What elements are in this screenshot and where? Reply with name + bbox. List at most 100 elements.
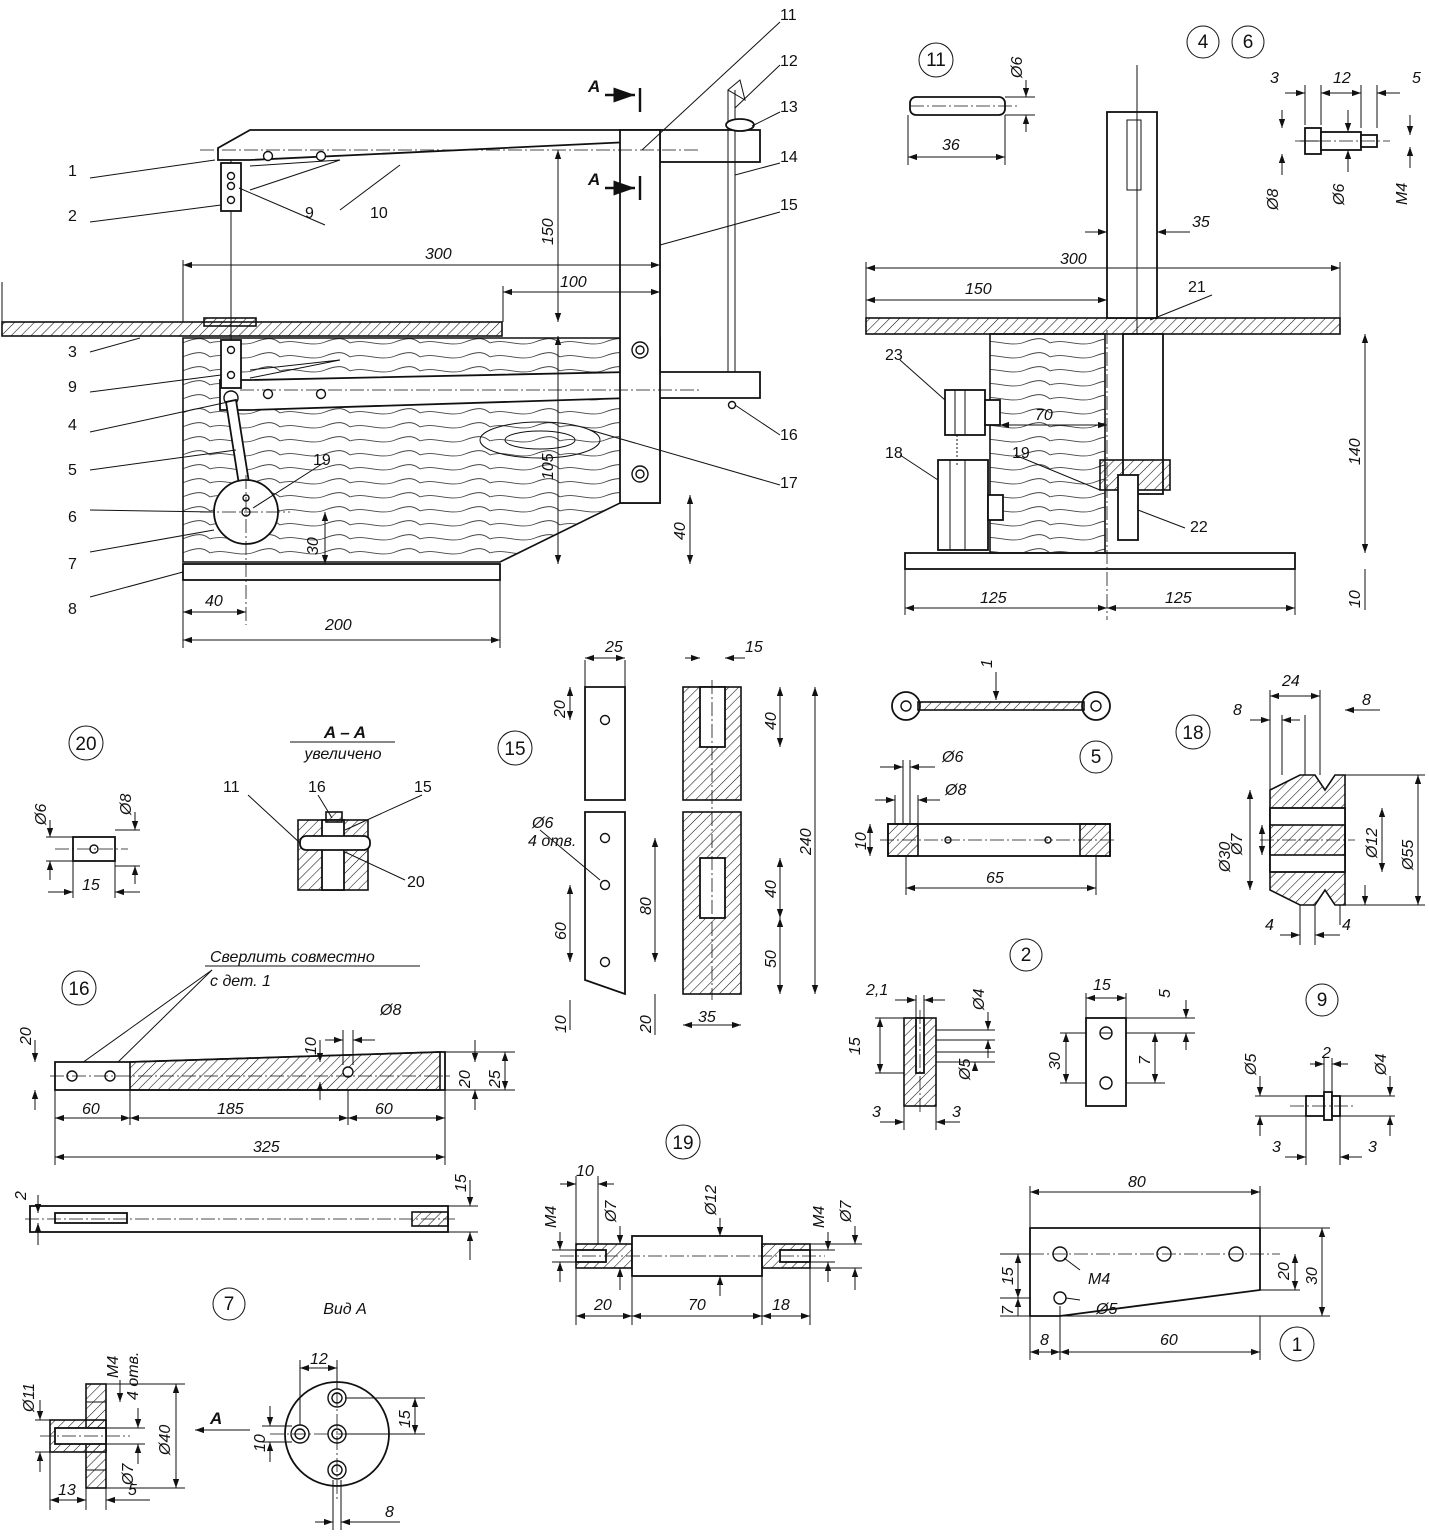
svg-text:12: 12 bbox=[1333, 70, 1351, 87]
svg-text:60: 60 bbox=[375, 1101, 393, 1118]
svg-text:20: 20 bbox=[638, 1015, 655, 1034]
svg-text:2,1: 2,1 bbox=[865, 982, 888, 999]
throat-insert bbox=[203, 317, 257, 327]
svg-text:Ø5: Ø5 bbox=[1095, 1301, 1117, 1318]
svg-text:125: 125 bbox=[1165, 590, 1192, 607]
part-number-circles: 11 4 6 20 15 5 18 16 2 9 19 7 1 bbox=[61, 25, 1339, 1362]
svg-text:Ø12: Ø12 bbox=[703, 1185, 720, 1216]
svg-text:15: 15 bbox=[453, 1174, 470, 1192]
svg-text:25: 25 bbox=[487, 1070, 504, 1089]
svg-text:4 отв.: 4 отв. bbox=[528, 833, 576, 850]
end-block bbox=[989, 333, 1106, 554]
svg-text:Ø4: Ø4 bbox=[1373, 1054, 1390, 1076]
svg-text:16: 16 bbox=[68, 979, 89, 1000]
svg-text:11: 11 bbox=[780, 7, 797, 24]
svg-text:20: 20 bbox=[75, 734, 96, 755]
end-base-plate bbox=[904, 552, 1296, 570]
svg-text:3: 3 bbox=[1272, 1139, 1281, 1156]
svg-text:15: 15 bbox=[504, 739, 525, 760]
svg-text:1: 1 bbox=[1292, 1335, 1303, 1356]
svg-text:12: 12 bbox=[780, 53, 798, 70]
svg-text:16: 16 bbox=[308, 779, 326, 796]
svg-text:100: 100 bbox=[560, 274, 587, 291]
svg-text:Ø6: Ø6 bbox=[531, 815, 553, 832]
svg-text:M4: M4 bbox=[105, 1356, 122, 1378]
svg-text:Ø30: Ø30 bbox=[1217, 842, 1234, 873]
svg-text:15: 15 bbox=[397, 1410, 414, 1428]
svg-text:9: 9 bbox=[1317, 990, 1328, 1011]
svg-text:140: 140 bbox=[1347, 438, 1364, 465]
svg-text:70: 70 bbox=[1035, 407, 1053, 424]
svg-text:10: 10 bbox=[252, 1434, 269, 1452]
svg-text:5: 5 bbox=[1091, 747, 1102, 768]
svg-text:20: 20 bbox=[593, 1297, 612, 1314]
svg-text:Ø6: Ø6 bbox=[941, 749, 963, 766]
part-20-bushing: Ø6 Ø8 15 bbox=[33, 794, 140, 898]
svg-text:80: 80 bbox=[638, 897, 655, 915]
svg-text:30: 30 bbox=[1304, 1267, 1321, 1285]
svg-text:20: 20 bbox=[457, 1070, 474, 1089]
svg-text:150: 150 bbox=[540, 218, 557, 245]
svg-text:5: 5 bbox=[1157, 989, 1174, 998]
svg-text:11: 11 bbox=[926, 50, 946, 71]
svg-text:Ø7: Ø7 bbox=[838, 1200, 855, 1223]
svg-text:6: 6 bbox=[1243, 32, 1254, 53]
svg-text:Ø7: Ø7 bbox=[1229, 833, 1246, 856]
part-2-clamp: 2,1 Ø4 15 Ø5 3 3 15 5 30 7 bbox=[847, 977, 1195, 1130]
end-upright bbox=[1106, 111, 1158, 319]
svg-text:Ø5: Ø5 bbox=[1243, 1054, 1260, 1076]
svg-text:60: 60 bbox=[82, 1101, 100, 1118]
upper-arm bbox=[217, 129, 661, 161]
svg-text:70: 70 bbox=[688, 1297, 706, 1314]
svg-text:2: 2 bbox=[1321, 1045, 1331, 1062]
part-9-pin: Ø5 2 Ø4 3 3 bbox=[1243, 1045, 1395, 1165]
svg-text:11: 11 bbox=[223, 779, 240, 796]
wing-nut bbox=[725, 118, 755, 132]
section-mark-bottom: A bbox=[587, 170, 642, 200]
svg-text:30: 30 bbox=[1047, 1052, 1064, 1070]
svg-text:325: 325 bbox=[253, 1139, 280, 1156]
part-5-connecting-rod: 1 Ø6 Ø8 10 65 bbox=[853, 659, 1115, 895]
end-view-labels: 21 23 18 19 22 35 300 150 70 140 125 125… bbox=[885, 214, 1364, 608]
svg-text:15: 15 bbox=[847, 1037, 864, 1055]
svg-text:с дет. 1: с дет. 1 bbox=[210, 973, 271, 990]
side-view-assembly: A A bbox=[1, 21, 781, 648]
svg-text:A: A bbox=[587, 170, 600, 189]
svg-text:19: 19 bbox=[1012, 445, 1030, 462]
svg-text:14: 14 bbox=[780, 149, 798, 166]
svg-text:10: 10 bbox=[853, 832, 870, 850]
svg-text:10: 10 bbox=[553, 1015, 570, 1033]
svg-text:20: 20 bbox=[1276, 1262, 1293, 1281]
part-4-6-bolt: 3 12 5 Ø8 Ø6 M4 bbox=[1265, 70, 1421, 211]
svg-text:A: A bbox=[209, 1409, 222, 1428]
svg-text:22: 22 bbox=[1190, 519, 1208, 536]
svg-text:35: 35 bbox=[1192, 214, 1210, 231]
svg-text:Ø11: Ø11 bbox=[21, 1383, 38, 1413]
svg-text:125: 125 bbox=[980, 590, 1007, 607]
svg-text:Ø8: Ø8 bbox=[944, 782, 966, 799]
end-disc bbox=[1117, 474, 1139, 541]
side-view-labels: 1 2 3 4 5 6 7 8 9 9 10 11 12 13 14 15 16… bbox=[68, 7, 798, 618]
svg-text:5: 5 bbox=[1412, 70, 1421, 87]
svg-text:Ø12: Ø12 bbox=[1364, 828, 1381, 859]
svg-text:18: 18 bbox=[885, 445, 903, 462]
large-pulley bbox=[937, 459, 1004, 551]
svg-text:8: 8 bbox=[1233, 702, 1242, 719]
svg-text:Ø8: Ø8 bbox=[379, 1002, 401, 1019]
svg-text:3: 3 bbox=[1270, 70, 1279, 87]
svg-text:25: 25 bbox=[604, 639, 623, 656]
svg-text:4: 4 bbox=[1265, 917, 1274, 934]
svg-text:150: 150 bbox=[965, 281, 992, 298]
svg-text:3: 3 bbox=[872, 1104, 881, 1121]
svg-text:20: 20 bbox=[407, 874, 425, 891]
lower-clamp bbox=[220, 339, 242, 389]
section-a-a: A – A увеличено 11 16 15 20 bbox=[223, 723, 432, 891]
svg-text:8: 8 bbox=[385, 1504, 394, 1521]
bottom-plate bbox=[182, 563, 501, 581]
svg-text:15: 15 bbox=[414, 779, 432, 796]
svg-text:2: 2 bbox=[68, 208, 77, 225]
part-11-pin: Ø6 36 bbox=[907, 57, 1035, 165]
svg-text:Ø6: Ø6 bbox=[1331, 184, 1348, 206]
svg-text:M4: M4 bbox=[811, 1206, 828, 1228]
